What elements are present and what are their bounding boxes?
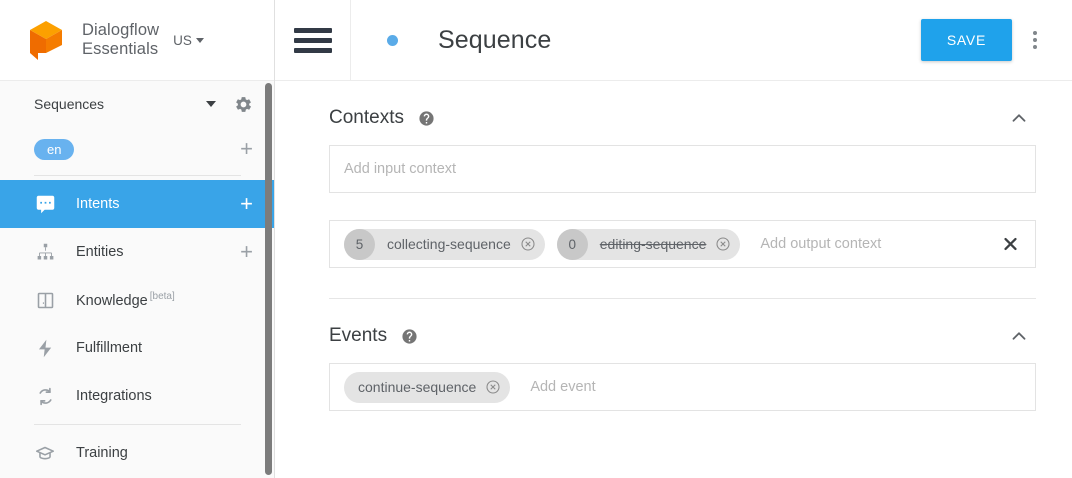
sidebar-item-training[interactable]: Training	[0, 429, 275, 477]
context-lifespan-badge: 0	[556, 228, 588, 260]
more-vertical-icon[interactable]	[1012, 0, 1058, 81]
contexts-collapse-chevron-up-icon[interactable]	[1008, 107, 1030, 129]
brand-title: Dialogflow Essentials	[82, 21, 159, 59]
event-chip[interactable]: continue-sequence	[344, 371, 511, 403]
main-panel: Sequence SAVE Contexts	[275, 0, 1072, 478]
kebab-dot	[1033, 31, 1037, 35]
gear-icon[interactable]	[234, 95, 253, 114]
help-circle-icon[interactable]	[401, 328, 418, 345]
knowledge-book-icon	[34, 289, 56, 311]
sidebar-item-label: Entities	[76, 244, 124, 260]
events-placeholder: Add event	[530, 379, 596, 395]
events-collapse-chevron-up-icon[interactable]	[1008, 325, 1030, 347]
context-lifespan-badge: 5	[344, 228, 375, 260]
training-cap-icon	[34, 442, 56, 464]
topbar: Sequence SAVE	[275, 0, 1072, 81]
contexts-title: Contexts	[329, 107, 404, 128]
remove-circle-icon[interactable]	[520, 236, 536, 252]
kebab-dot	[1033, 45, 1037, 49]
section-divider	[329, 298, 1036, 299]
output-context-field[interactable]: 5 collecting-sequence 0 editing-sequence	[329, 220, 1036, 268]
hamburger-bar	[293, 37, 332, 43]
agent-name: Sequences	[34, 96, 105, 112]
sidebar-edge	[274, 0, 275, 478]
remove-circle-icon[interactable]	[485, 379, 501, 395]
output-context-chip[interactable]: 0 editing-sequence	[556, 228, 741, 260]
brand-line-1: Dialogflow	[82, 21, 160, 39]
events-section-header: Events	[329, 299, 1036, 363]
context-chip-label: editing-sequence	[599, 236, 707, 252]
close-x-icon[interactable]	[1002, 236, 1019, 253]
beta-badge: [beta]	[149, 291, 175, 303]
event-chip-label: continue-sequence	[358, 379, 477, 395]
page-title: Sequence	[438, 25, 552, 54]
caret-down-icon[interactable]	[206, 101, 216, 107]
output-context-placeholder: Add output context	[760, 236, 882, 252]
sidebar-item-intents[interactable]: Intents +	[0, 180, 275, 228]
sidebar-item-knowledge[interactable]: Knowledge[beta]	[0, 276, 275, 324]
language-chip-en[interactable]: en	[34, 138, 75, 160]
sidebar-item-label: Training	[76, 445, 128, 461]
sidebar-divider-top	[34, 175, 241, 176]
sidebar-item-label: Fulfillment	[76, 340, 143, 356]
help-circle-icon[interactable]	[418, 110, 435, 127]
sidebar-scrollbar[interactable]	[265, 83, 272, 475]
output-context-chip[interactable]: 5 collecting-sequence	[344, 228, 545, 260]
events-field[interactable]: continue-sequence Add event	[329, 363, 1036, 411]
fulfillment-bolt-icon	[34, 337, 56, 359]
sidebar: Dialogflow Essentials US Sequences en	[0, 0, 275, 478]
hamburger-bar	[293, 47, 332, 53]
intents-chat-icon	[34, 193, 56, 215]
integrations-sync-icon	[34, 385, 56, 407]
sidebar-item-label: Knowledge[beta]	[76, 291, 253, 309]
contexts-section-header: Contexts	[329, 81, 1036, 145]
add-entity-plus-icon[interactable]: +	[240, 239, 253, 264]
title-area: Sequence	[351, 26, 921, 55]
language-row: en +	[0, 127, 275, 171]
context-chip-label: collecting-sequence	[387, 236, 511, 252]
input-context-placeholder: Add input context	[344, 161, 457, 177]
content-area: Contexts Add input context	[275, 81, 1072, 411]
sidebar-item-fulfillment[interactable]: Fulfillment	[0, 324, 275, 372]
knowledge-text: Knowledge	[76, 292, 148, 309]
add-language-plus-icon[interactable]: +	[240, 136, 253, 161]
chevron-down-icon	[195, 37, 204, 43]
hamburger-menu-icon[interactable]	[275, 0, 351, 81]
brand-header[interactable]: Dialogflow Essentials US	[0, 0, 275, 81]
entities-tree-icon	[34, 241, 56, 263]
remove-circle-icon[interactable]	[715, 236, 731, 252]
hamburger-bar	[293, 27, 332, 33]
kebab-dot	[1033, 38, 1037, 42]
sidebar-item-label: Integrations	[76, 388, 152, 404]
region-label: US	[173, 32, 192, 48]
sidebar-item-label: Intents	[76, 196, 120, 212]
sidebar-item-integrations[interactable]: Integrations	[0, 372, 275, 420]
sidebar-divider-bottom	[34, 424, 241, 425]
agent-section-header[interactable]: Sequences	[0, 81, 275, 127]
sidebar-item-entities[interactable]: Entities +	[0, 228, 275, 276]
add-intent-plus-icon[interactable]: +	[240, 191, 253, 216]
agent-status-dot	[387, 34, 398, 46]
dialogflow-cube-logo	[26, 19, 66, 61]
brand-line-2: Essentials	[82, 40, 159, 58]
save-button[interactable]: SAVE	[920, 19, 1012, 61]
input-context-field[interactable]: Add input context	[329, 145, 1036, 193]
region-selector[interactable]: US	[173, 33, 204, 48]
events-title: Events	[329, 325, 388, 346]
